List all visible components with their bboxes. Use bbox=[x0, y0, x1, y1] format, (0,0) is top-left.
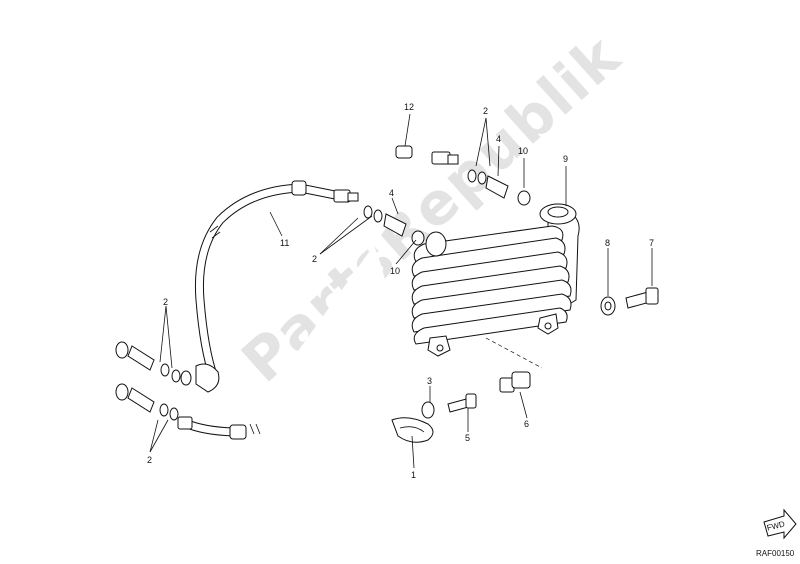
leader-lines bbox=[149, 113, 653, 469]
callout-2-mid: 2 bbox=[312, 254, 317, 264]
drawing-code: RAF00150 bbox=[756, 549, 795, 558]
callout-10-top: 10 bbox=[518, 146, 528, 156]
callouts: 12 2 4 10 9 11 4 2 10 8 7 2 2 3 5 6 1 bbox=[147, 102, 654, 480]
cooler-fins bbox=[411, 225, 572, 345]
part-3-spacer bbox=[421, 401, 435, 419]
upper-fittings bbox=[363, 169, 531, 246]
hose-11 bbox=[194, 180, 359, 435]
callout-2-left-upper: 2 bbox=[163, 297, 168, 307]
callout-6: 6 bbox=[524, 419, 529, 429]
callout-3: 3 bbox=[427, 376, 432, 386]
callout-9: 9 bbox=[563, 154, 568, 164]
fwd-label: FWD bbox=[766, 519, 786, 532]
part-6-fitting bbox=[499, 371, 531, 393]
callout-4-top: 4 bbox=[496, 134, 501, 144]
part-7-bolt bbox=[625, 287, 659, 309]
part-5-screw bbox=[447, 393, 477, 413]
callout-8: 8 bbox=[605, 238, 610, 248]
callout-11: 11 bbox=[280, 238, 289, 248]
callout-10-mid: 10 bbox=[390, 266, 400, 276]
part-1-clip bbox=[391, 417, 434, 443]
callout-1: 1 bbox=[411, 470, 416, 480]
fwd-arrow-icon: FWD bbox=[763, 508, 797, 540]
callout-2-top: 2 bbox=[483, 106, 488, 116]
assembly-line bbox=[485, 337, 543, 369]
callout-4-mid: 4 bbox=[389, 188, 394, 198]
left-unions bbox=[115, 341, 192, 421]
callout-7: 7 bbox=[649, 238, 654, 248]
callout-2-left-lower: 2 bbox=[147, 455, 152, 465]
oil-cooler bbox=[411, 203, 580, 357]
callout-12: 12 bbox=[404, 102, 414, 112]
hose-lower-fitting bbox=[177, 416, 247, 440]
part-8-grommet bbox=[600, 296, 616, 316]
callout-5: 5 bbox=[465, 433, 470, 443]
